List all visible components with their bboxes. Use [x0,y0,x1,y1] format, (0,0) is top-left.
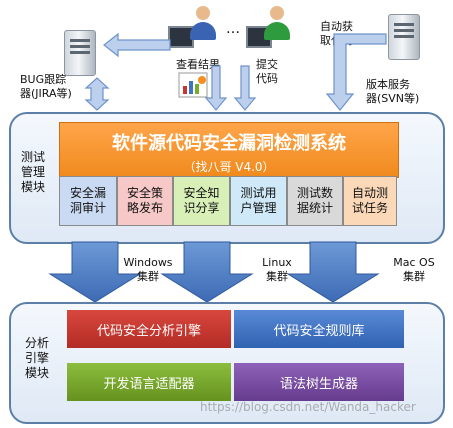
tester-user-icon [246,6,296,54]
view-results-label: 查看结果 [176,58,220,71]
test-module-side-label: 测试 管理 模块 [20,150,45,194]
cluster-linux-label: Linux 集群 [262,256,292,283]
developer-user-icon [168,6,218,54]
version-server-label: 版本服务 器(SVN等) [366,78,420,105]
cluster-macos-label: Mac OS 集群 [393,256,435,283]
system-title-box: 软件源代码安全漏洞检测系统 （找八哥 V4.0） [59,122,399,178]
system-title: 软件源代码安全漏洞检测系统 [112,133,346,154]
submit-code-label: 提交 代码 [256,58,278,85]
engine-language-adapter: 开发语言适配器 [67,363,231,401]
cell-knowledge-share: 安全知 识分享 [173,176,230,226]
engine-module-side-label: 分析 引擎 模块 [24,336,49,380]
engine-syntax-tree: 语法树生成器 [234,363,404,401]
cell-auto-test-task: 自动测 试任务 [343,176,397,226]
cluster-windows-label: Windows 集群 [123,256,173,283]
version-server-icon [388,14,420,60]
bug-tracker-server-icon [64,30,96,76]
cell-security-audit: 安全漏 洞审计 [59,176,117,226]
top-connector-arrows [84,32,387,111]
report-chart-icon [178,72,208,98]
cell-data-statistics: 测试数 据统计 [287,176,343,226]
ellipsis-text: … [226,21,240,37]
bug-tracker-label: BUG跟踪 器(JIRA等) [20,73,72,100]
cell-policy-release: 安全策 略发布 [117,176,173,226]
cell-user-management: 测试用 户管理 [230,176,287,226]
cluster-arrows [48,241,380,303]
watermark: https://blog.csdn.net/Wanda_hacker [200,400,416,414]
engine-rule-library: 代码安全规则库 [234,310,404,348]
system-subtitle: （找八哥 V4.0） [183,160,275,174]
engine-code-analysis: 代码安全分析引擎 [67,310,231,348]
